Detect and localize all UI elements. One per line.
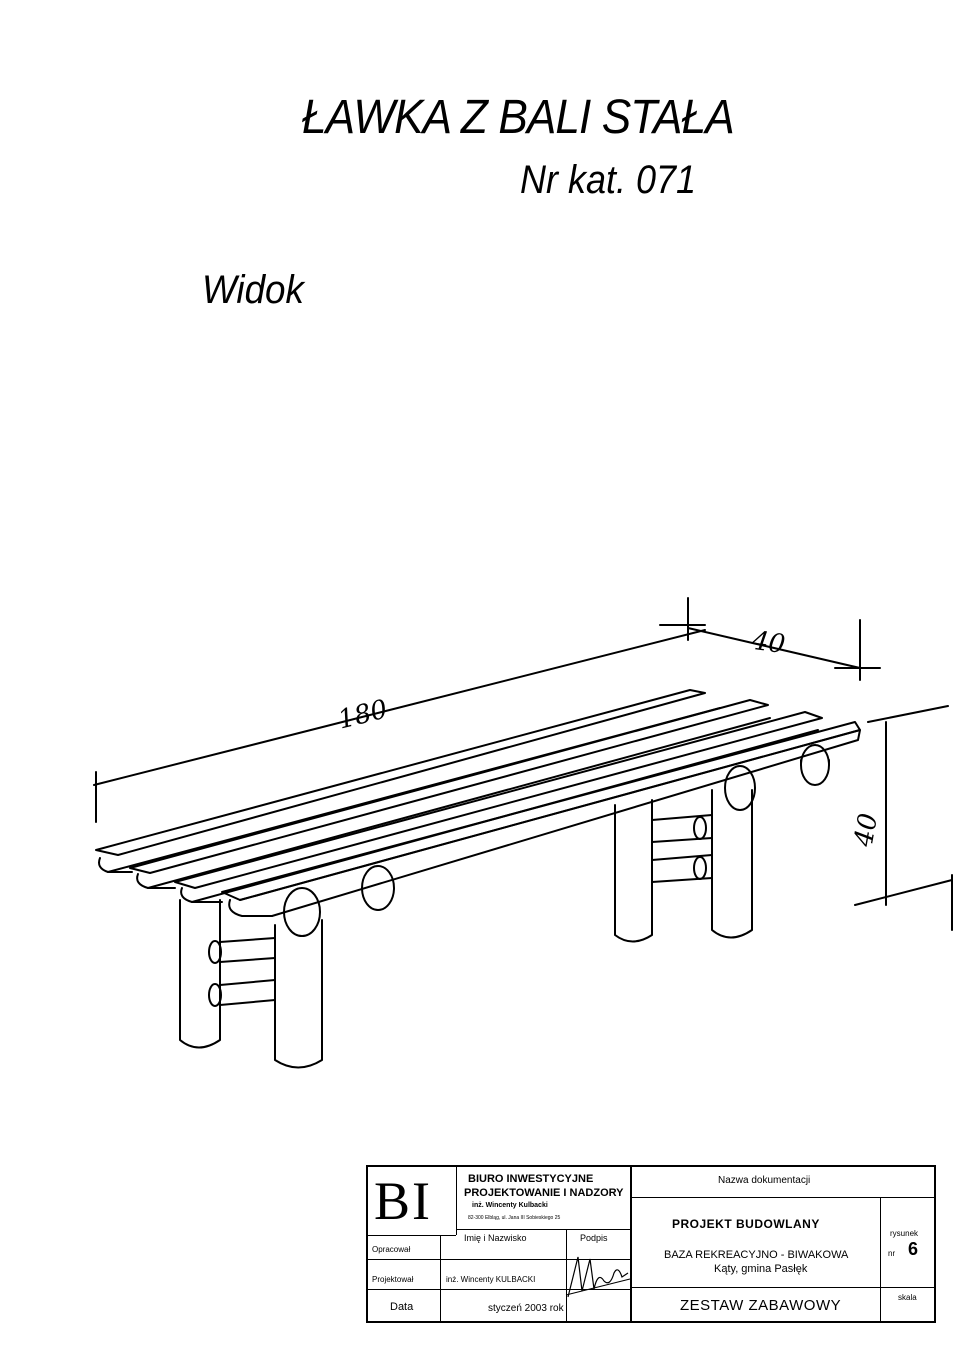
doc-type: PROJEKT BUDOWLANY <box>672 1217 820 1231</box>
company-activity: PROJEKTOWANIE I NADZORY <box>464 1187 624 1199</box>
page-title: ŁAWKA Z BALI STAŁA <box>302 91 735 144</box>
column-name-header: Imię i Nazwisko <box>464 1233 527 1243</box>
date-value: styczeń 2003 rok <box>488 1303 564 1314</box>
company-name: BIURO INWESTYCYJNE <box>468 1173 594 1185</box>
company-engineer: inż. Wincenty Kulbacki <box>472 1202 548 1209</box>
row-designed-label: Projektował <box>372 1275 414 1284</box>
column-signature-header: Podpis <box>580 1233 608 1243</box>
company-logo: BI <box>374 1171 432 1231</box>
drawing-number: 6 <box>908 1239 919 1259</box>
set-name: ZESTAW ZABAWOWY <box>680 1297 842 1314</box>
designer-name: inż. Wincenty KULBACKI <box>446 1275 536 1284</box>
signature <box>565 1256 631 1298</box>
dimension-height: 40 <box>848 811 885 849</box>
leg-near-left <box>179 865 395 1069</box>
project-name: BAZA REKREACYJNO - BIWAKOWA <box>664 1249 849 1261</box>
leg-far-right <box>614 744 830 943</box>
dimension-depth: 40 <box>750 625 788 661</box>
drawing-label: rysunek <box>890 1229 919 1238</box>
seat-planks <box>95 689 861 917</box>
company-address: 82-300 Elbląg, ul. Jana III Sobieskiego … <box>468 1215 561 1221</box>
dimension-height-line <box>854 705 953 931</box>
bench-drawing <box>93 597 953 1069</box>
dimension-length-line <box>93 597 706 823</box>
scale-label: skala <box>898 1293 917 1302</box>
project-location: Kąty, gmina Pasłęk <box>714 1263 808 1275</box>
view-label: Widok <box>202 268 304 312</box>
title-block: BI BIURO INWESTYCYJNE PROJEKTOWANIE I NA… <box>366 1165 936 1323</box>
catalog-number: Nr kat. 071 <box>520 158 697 202</box>
row-prepared-label: Opracował <box>372 1245 411 1254</box>
drawing-nr-prefix: nr <box>888 1249 896 1258</box>
row-date-label: Data <box>390 1301 414 1313</box>
dimension-depth-line <box>687 619 881 681</box>
doc-name-label: Nazwa dokumentacji <box>718 1175 811 1186</box>
